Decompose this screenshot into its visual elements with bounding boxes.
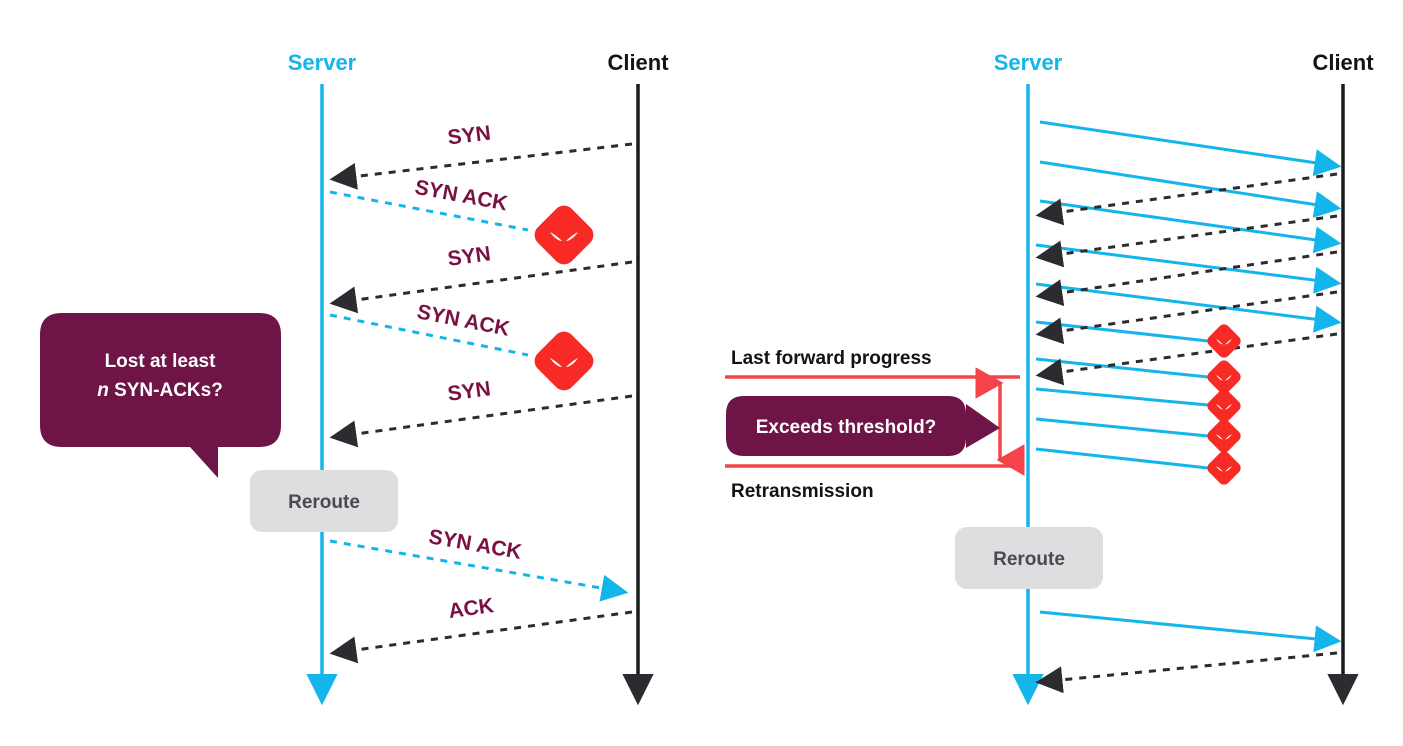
- left-callout-bubble: Lost at least n SYN-ACKs?: [40, 313, 281, 478]
- left-callout-rest: SYN-ACKs?: [109, 380, 223, 401]
- right-data-arrow-11: [1039, 610, 1342, 653]
- right-data-arrow-6-lost: [1035, 320, 1209, 343]
- right-reroute-label: Reroute: [993, 549, 1065, 570]
- left-msg-label-syn-3: SYN: [446, 377, 492, 405]
- right-data-arrow-7-lost: [1035, 357, 1209, 379]
- right-reroute-box: [955, 527, 1103, 589]
- left-client-label: Client: [607, 50, 669, 75]
- left-callout-n: n: [97, 380, 109, 401]
- right-callout-bubble: Exceeds threshold?: [726, 396, 1000, 456]
- right-ack-arrow-4: [1035, 290, 1338, 345]
- left-msg-label-syn-1: SYN: [446, 122, 492, 150]
- right-data-arrow-2: [1039, 160, 1342, 218]
- left-reroute-label: Reroute: [288, 492, 360, 513]
- left-callout-line1: Lost at least: [105, 351, 217, 372]
- left-server-label: Server: [288, 50, 357, 75]
- right-data-arrow-9-lost: [1035, 417, 1209, 438]
- right-data-arrow-3: [1039, 199, 1342, 254]
- left-arrow-synack-1: [329, 190, 529, 232]
- right-data-arrow-10-lost: [1035, 447, 1209, 470]
- right-callout-label: Exceeds threshold?: [756, 417, 937, 438]
- right-ack-arrow-1: [1035, 172, 1338, 226]
- right-last-forward-progress-label: Last forward progress: [731, 348, 932, 369]
- loss-icon: [1204, 448, 1244, 488]
- loss-icon: [1204, 321, 1244, 361]
- right-client-label: Client: [1312, 50, 1374, 75]
- right-ack-arrow-3: [1035, 250, 1338, 307]
- left-msg-label-syn-2: SYN: [446, 242, 492, 270]
- left-reroute-box: [250, 470, 398, 532]
- right-ack-arrow-6: [1035, 651, 1338, 694]
- right-data-arrow-1: [1039, 120, 1342, 177]
- right-data-arrow-8-lost: [1035, 387, 1209, 407]
- right-retransmission-label: Retransmission: [731, 481, 874, 502]
- loss-icon: [1204, 416, 1244, 456]
- left-callout-line2: n SYN-ACKs?: [97, 380, 223, 401]
- left-arrow-synack-2: [329, 313, 529, 357]
- right-server-label: Server: [994, 50, 1063, 75]
- loss-icon: [1204, 386, 1244, 426]
